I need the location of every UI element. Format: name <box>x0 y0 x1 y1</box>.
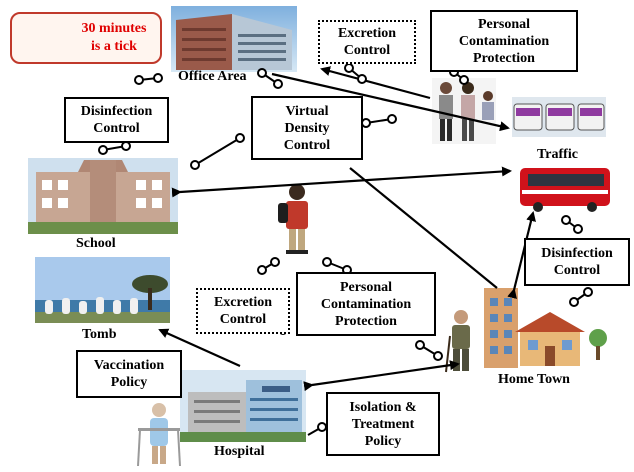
buses-image <box>512 97 606 137</box>
policy-text-line: Policy <box>110 375 148 390</box>
tick-line-2: is a tick <box>91 39 137 54</box>
policy-text-line: Policy <box>364 433 402 449</box>
policy-text-line: Density <box>284 120 330 136</box>
tick-line-1: 30 minutes <box>81 21 147 36</box>
policy-text-line: Treatment <box>351 416 415 432</box>
policy-text-line: Control <box>343 43 391 58</box>
label-hospital: Hospital <box>214 444 265 459</box>
policy-text-line: Protection <box>473 50 535 66</box>
tick-text: 30 minutes is a tick <box>68 20 160 56</box>
policy-text-line: Control <box>219 312 267 327</box>
town-houses-image <box>484 288 607 368</box>
policy-personal-protection-top: Personal Contamination Protection <box>430 10 578 72</box>
school-building-image <box>28 158 178 234</box>
policy-text-line: Disinfection <box>541 246 613 261</box>
policy-disinfection-right: Disinfection Control <box>524 238 630 286</box>
flow-arrows <box>158 66 536 392</box>
policy-disinfection-left: Disinfection Control <box>64 97 169 143</box>
policy-text-line: Virtual <box>285 103 329 119</box>
policy-text-line: Control <box>553 263 601 278</box>
policy-isolation-treatment: Isolation & Treatment Policy <box>326 392 440 456</box>
policy-vaccination: Vaccination Policy <box>76 350 182 398</box>
tick-badge: 30 minutes is a tick <box>10 12 162 64</box>
policy-text-line: Excretion <box>213 295 273 310</box>
label-school: School <box>76 236 116 251</box>
policy-text-line: Protection <box>335 313 397 329</box>
policy-text-line: Contamination <box>320 296 412 312</box>
elderly-man-image <box>445 310 470 373</box>
policy-virtual-density: Virtual Density Control <box>251 96 363 160</box>
office-building-image <box>171 6 297 72</box>
label-traffic: Traffic <box>537 147 578 162</box>
policy-text-line: Isolation & <box>349 399 417 415</box>
policy-text-line: Contamination <box>458 33 550 49</box>
label-office-area: Office Area <box>178 69 247 84</box>
bus-image <box>520 168 610 212</box>
policy-text-line: Personal <box>339 279 393 295</box>
policy-personal-protection-mid: Personal Contamination Protection <box>296 272 436 336</box>
people-walking-image <box>432 78 496 144</box>
policy-text-line: Control <box>93 121 140 136</box>
patient-image <box>137 403 181 467</box>
policy-text-line: Control <box>283 137 331 153</box>
label-tomb: Tomb <box>82 327 117 342</box>
policy-connectors <box>98 63 593 436</box>
label-home-town: Home Town <box>498 372 570 387</box>
policy-text-line: Disinfection <box>80 104 153 119</box>
policy-text-line: Vaccination <box>93 358 165 373</box>
policy-excretion-control-mid: Excretion Control <box>196 288 290 334</box>
student-image <box>278 184 308 254</box>
cemetery-image <box>35 257 170 323</box>
policy-text-line: Personal <box>477 16 531 32</box>
policy-text-line: Excretion <box>337 26 397 41</box>
policy-excretion-control-top: Excretion Control <box>318 20 416 64</box>
hospital-building-image <box>180 370 306 442</box>
